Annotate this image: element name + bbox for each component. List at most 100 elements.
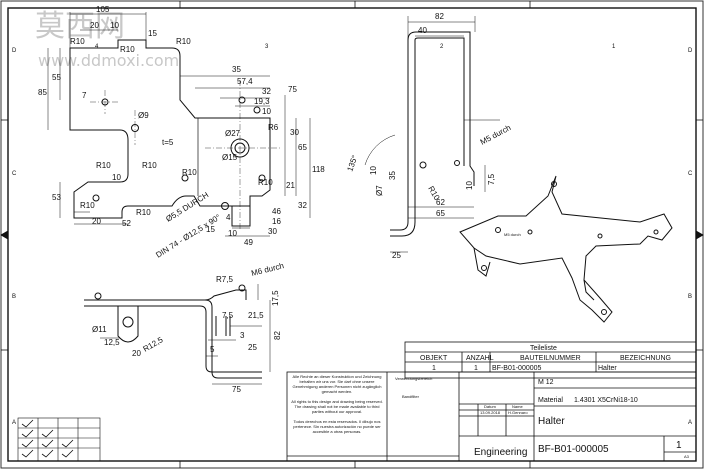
- zone-col-3: 3: [265, 44, 269, 50]
- front-view-dimension-lines: [47, 12, 311, 237]
- isometric-view: [459, 175, 673, 323]
- svg-text:25: 25: [392, 251, 401, 260]
- svg-text:10: 10: [110, 21, 119, 30]
- teileliste: Teileliste: [530, 345, 557, 352]
- col-bauteilnummer: BAUTEILNUMMER: [520, 355, 581, 362]
- svg-text:R10: R10: [70, 37, 85, 46]
- isometric-plate: [459, 175, 673, 323]
- svg-text:R10: R10: [96, 161, 111, 170]
- side-view: [364, 31, 475, 237]
- bottom-view-profile: [84, 289, 262, 379]
- company-name: Engineering: [474, 447, 527, 458]
- zone-row-c-right: C: [688, 171, 693, 177]
- svg-text:R6: R6: [268, 123, 279, 132]
- svg-text:20: 20: [92, 217, 101, 226]
- svg-text:7: 7: [82, 91, 87, 100]
- zone-col-4: 4: [95, 44, 99, 50]
- svg-text:R10: R10: [182, 168, 197, 177]
- front-view-dimensions: 105 20 10 15 R10 R10 R10 85 55 7 Ø9 35 5…: [38, 5, 325, 260]
- svg-text:35: 35: [388, 171, 397, 180]
- drawing-number: BF-B01-000005: [538, 444, 609, 455]
- row-bauteilnummer: BF-B01-000005: [492, 365, 542, 372]
- notes-last: Todos derechos en esta reservados. Il di…: [293, 419, 381, 434]
- svg-text:4: 4: [226, 213, 231, 222]
- svg-text:Ø5,5 DURCH: Ø5,5 DURCH: [164, 190, 210, 223]
- zone-row-a: A: [12, 420, 16, 426]
- svg-text:53: 53: [52, 193, 61, 202]
- svg-text:21,5: 21,5: [248, 311, 264, 320]
- svg-text:10: 10: [465, 181, 474, 190]
- svg-text:20: 20: [90, 21, 99, 30]
- col-objekt: OBJEKT: [420, 355, 448, 362]
- svg-text:R10: R10: [136, 208, 151, 217]
- svg-text:Ø9: Ø9: [138, 111, 149, 120]
- svg-text:30: 30: [290, 128, 299, 137]
- notes-en: All rights to this design and drawing be…: [291, 399, 383, 414]
- datum-value: 13.09.2018: [480, 410, 501, 415]
- zone-row-c: C: [12, 171, 17, 177]
- drawing-title: Halter: [538, 416, 565, 427]
- svg-text:DIN 74 - Ø12,5 x 90°: DIN 74 - Ø12,5 x 90°: [154, 213, 222, 260]
- svg-text:Ø27: Ø27: [225, 129, 241, 138]
- side-view-profile: [390, 31, 475, 237]
- name-value: H.Gennaro: [508, 410, 528, 415]
- svg-text:135°: 135°: [345, 154, 359, 173]
- svg-text:32: 32: [298, 201, 307, 210]
- svg-text:25: 25: [248, 343, 257, 352]
- zone-labels: 4 3 2 1 D C B A D C B A: [12, 44, 693, 426]
- svg-text:R10: R10: [142, 161, 157, 170]
- watermark-url: www.ddmoxi.com: [38, 51, 179, 70]
- watermark-cjk: 莫西网: [35, 9, 125, 44]
- svg-text:10: 10: [369, 166, 378, 175]
- revision-table: [17, 417, 101, 462]
- svg-text:R12,5: R12,5: [142, 335, 165, 354]
- svg-text:R10: R10: [120, 45, 135, 54]
- name-label: Name: [512, 404, 523, 409]
- svg-text:21: 21: [286, 181, 295, 190]
- svg-text:118: 118: [312, 165, 325, 174]
- svg-text:19,3: 19,3: [254, 97, 270, 106]
- bandfilter: Bandfilter: [402, 394, 420, 399]
- svg-text:M6 durch: M6 durch: [250, 261, 285, 278]
- notes-box: Alle Rechte an dieser Konstruktion und Z…: [291, 374, 383, 434]
- svg-text:R10: R10: [80, 201, 95, 210]
- material-prefix: M 12: [538, 379, 554, 386]
- svg-text:75: 75: [232, 385, 241, 394]
- zone-row-d-right: D: [688, 48, 693, 54]
- svg-text:R7,5: R7,5: [216, 275, 233, 284]
- svg-text:15: 15: [206, 225, 215, 234]
- svg-text:32: 32: [262, 87, 271, 96]
- front-view-outline: [69, 39, 271, 219]
- svg-text:105: 105: [96, 5, 110, 14]
- svg-text:20: 20: [132, 349, 141, 358]
- svg-text:12,5: 12,5: [104, 338, 120, 347]
- bottom-view: [84, 284, 262, 379]
- col-anzahl: ANZAHL: [466, 355, 494, 362]
- material-value: 1.4301 X5CrNi18-10: [574, 397, 638, 404]
- svg-text:Ø11: Ø11: [92, 325, 107, 334]
- svg-text:10: 10: [262, 107, 271, 116]
- svg-text:17,5: 17,5: [271, 290, 280, 306]
- svg-text:40: 40: [418, 26, 427, 35]
- svg-text:15: 15: [148, 29, 157, 38]
- sheet-number: 1: [676, 440, 682, 451]
- bottom-view-dimensions: R7,5 M6 durch 17,5 Ø11 12,5 R12,5 20 7,5…: [92, 261, 285, 394]
- svg-text:5: 5: [210, 345, 215, 354]
- sheet-size: A3: [684, 454, 690, 459]
- svg-text:3: 3: [240, 331, 245, 340]
- svg-text:10: 10: [112, 173, 121, 182]
- zone-col-2: 2: [440, 44, 444, 50]
- title-block: [286, 341, 697, 462]
- zone-row-a-right: A: [688, 420, 692, 426]
- svg-text:10: 10: [228, 229, 237, 238]
- material-label: Material: [538, 397, 563, 404]
- zone-row-d: D: [12, 48, 17, 54]
- svg-text:62: 62: [436, 198, 445, 207]
- svg-text:7,5: 7,5: [222, 311, 234, 320]
- svg-text:82: 82: [435, 12, 444, 21]
- svg-text:82: 82: [273, 331, 282, 340]
- iso-label: M5 durch: [504, 232, 521, 237]
- svg-text:46: 46: [272, 207, 281, 216]
